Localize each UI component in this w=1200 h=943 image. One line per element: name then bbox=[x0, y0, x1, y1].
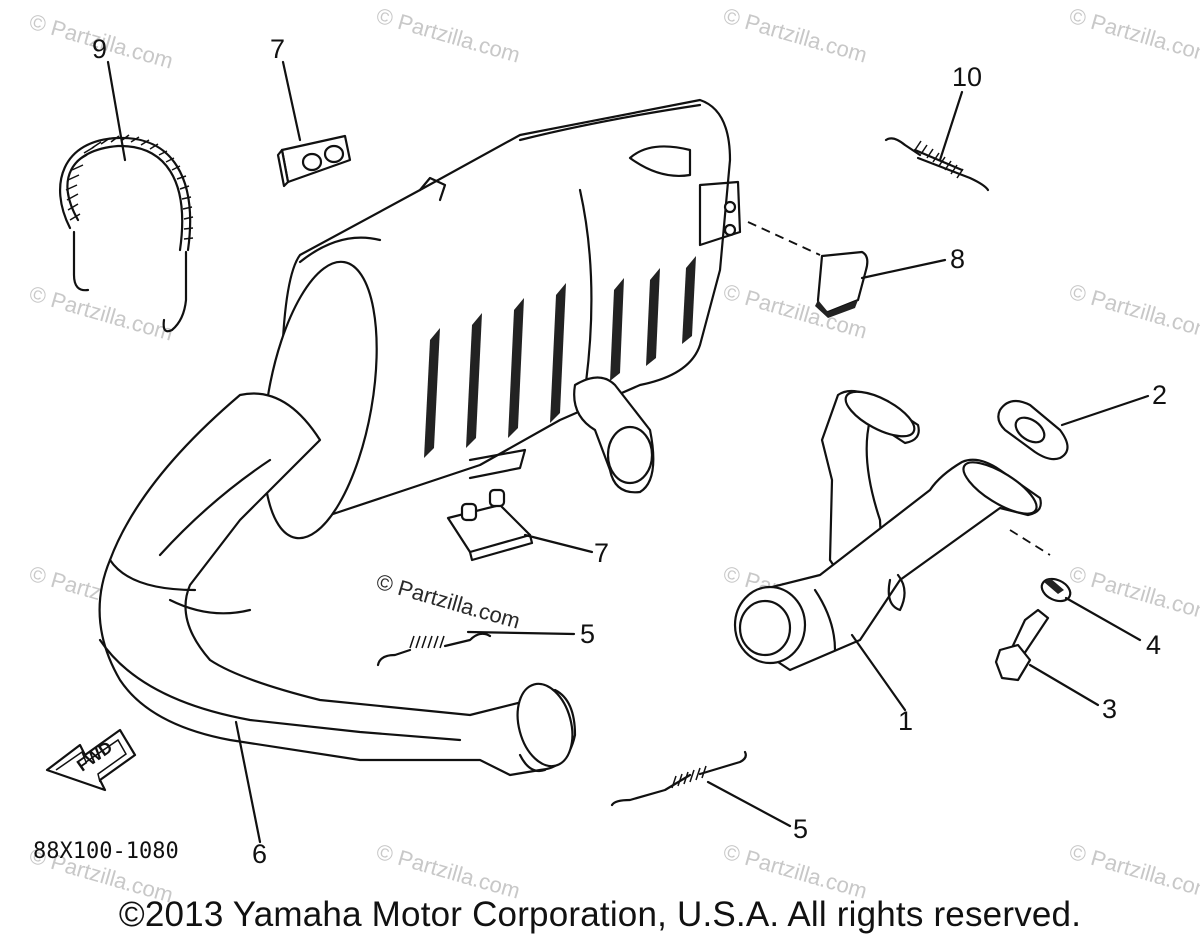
watermark: © Partzilla.com bbox=[721, 839, 870, 904]
forward-direction-arrow: FWD bbox=[45, 728, 137, 792]
spring-bottom-part-5 bbox=[610, 750, 747, 807]
callout-6: 6 bbox=[252, 839, 267, 869]
callout-1: 1 bbox=[898, 706, 913, 736]
callout-5-middle: 5 bbox=[580, 619, 595, 649]
watermark: © Partzilla.com bbox=[374, 3, 523, 68]
watermark: © Partzilla.com bbox=[1067, 839, 1200, 904]
bolt-part-3 bbox=[994, 608, 1050, 682]
watermark: © Partzilla.com bbox=[1067, 279, 1200, 344]
muffler-pipe-part-6 bbox=[98, 392, 577, 777]
callout-8: 8 bbox=[950, 244, 965, 274]
callout-9: 9 bbox=[92, 34, 107, 64]
callout-7-top: 7 bbox=[270, 34, 285, 64]
watermark: © Partzilla.com bbox=[1067, 3, 1200, 68]
callout-7-middle: 7 bbox=[594, 538, 609, 568]
drawing-code: 88X100-1080 bbox=[33, 839, 179, 864]
callout-2: 2 bbox=[1152, 380, 1167, 410]
spring-small-part-10 bbox=[884, 137, 990, 192]
callout-5-bottom: 5 bbox=[793, 814, 808, 844]
spring-middle-part-5 bbox=[376, 632, 492, 667]
leader-lines bbox=[106, 60, 1150, 844]
damper-bracket-part-8 bbox=[747, 221, 869, 318]
callout-10: 10 bbox=[952, 62, 982, 92]
callout-3: 3 bbox=[1102, 694, 1117, 724]
watermark: © Partzilla.com bbox=[374, 839, 523, 904]
spring-coil-part-9 bbox=[58, 134, 194, 333]
washer-part-4 bbox=[1040, 577, 1072, 603]
damper-middle-part-7 bbox=[446, 488, 534, 562]
watermark: © Partzilla.com bbox=[1067, 561, 1200, 626]
exhaust-pipe-part-1 bbox=[733, 389, 1051, 672]
watermark-center: © Partzilla.com bbox=[374, 569, 523, 634]
damper-top-part-7 bbox=[276, 134, 352, 188]
gasket-part-2 bbox=[997, 399, 1069, 461]
callout-4: 4 bbox=[1146, 630, 1161, 660]
muffler-fins bbox=[424, 256, 696, 458]
watermark: © Partzilla.com bbox=[721, 3, 870, 68]
watermark: © Partzilla.com bbox=[27, 281, 176, 346]
copyright-notice: ©2013 Yamaha Motor Corporation, U.S.A. A… bbox=[118, 895, 1082, 934]
callout-labels: 9 7 10 8 2 7 5 4 3 1 5 6 bbox=[92, 34, 1167, 869]
